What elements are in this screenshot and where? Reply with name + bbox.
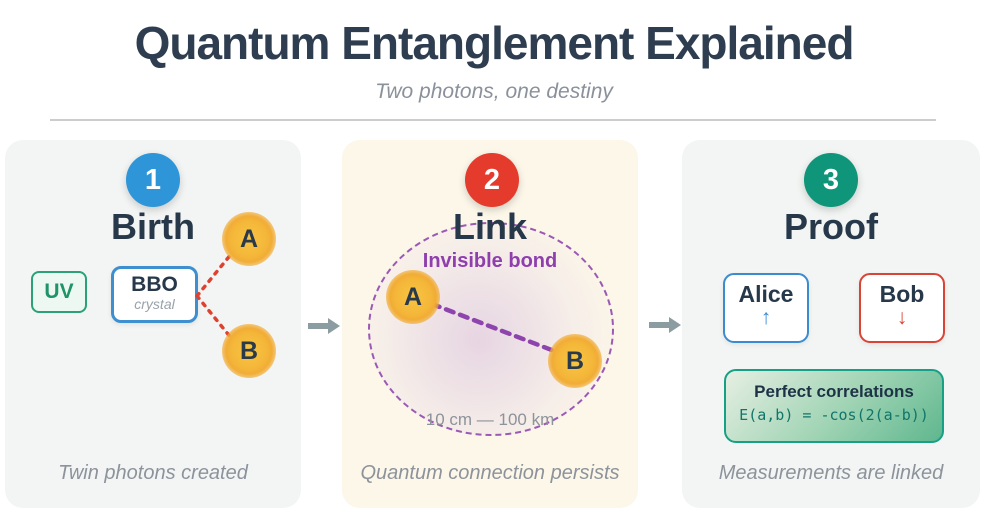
step-number-badge: 1 — [126, 153, 180, 207]
bbo-crystal-box: BBO crystal — [111, 266, 198, 323]
alice-spin-up-icon: ↑ — [760, 306, 772, 330]
panel-title-birth: Birth — [111, 206, 195, 247]
panel-caption-proof: Measurements are linked — [718, 462, 944, 484]
panel-birth: 1 Birth UV BBO crystal A B Twin photons … — [5, 140, 301, 508]
invisible-bond-label: Invisible bond — [422, 250, 558, 272]
bob-label: Bob — [879, 281, 925, 307]
photon-b: B — [222, 324, 276, 378]
panel-link: 2 Link Invisible bond A B 10 cm — 100 km… — [342, 140, 638, 508]
header-divider — [50, 119, 936, 121]
photon-b: B — [548, 334, 602, 388]
correlation-formula: E(a,b) = -cos(2(a-b)) — [739, 406, 929, 424]
page-title: Quantum Entanglement Explained — [134, 17, 855, 69]
photon-a: A — [222, 212, 276, 266]
step-number-badge: 3 — [804, 153, 858, 207]
photon-path-lines-icon — [195, 251, 234, 341]
bond-line-icon — [429, 301, 565, 357]
page-subtitle: Two photons, one destiny — [375, 80, 613, 103]
flow-arrow-icon — [649, 317, 681, 333]
bob-detector-box: Bob ↓ — [859, 273, 945, 343]
alice-label: Alice — [738, 281, 794, 307]
correlations-title: Perfect correlations — [754, 382, 914, 401]
bbo-label: BBO — [131, 273, 178, 296]
uv-label: UV — [44, 280, 74, 303]
distance-range-label: 10 cm — 100 km — [425, 410, 555, 429]
panel-title-link: Link — [452, 206, 527, 247]
panel-title-proof: Proof — [784, 206, 878, 247]
panel-proof: 3 Proof Alice ↑ Bob ↓ Perfect correlatio… — [682, 140, 980, 508]
panel-caption-link: Quantum connection persists — [360, 462, 620, 484]
uv-pump-box: UV — [31, 271, 87, 313]
flow-arrow-icon — [308, 318, 340, 334]
perfect-correlations-box: Perfect correlations E(a,b) = -cos(2(a-b… — [724, 369, 944, 443]
bbo-sublabel: crystal — [134, 296, 175, 313]
photon-a: A — [386, 270, 440, 324]
bob-spin-down-icon: ↓ — [896, 306, 908, 330]
panel-caption-birth: Twin photons created — [58, 462, 248, 484]
alice-detector-box: Alice ↑ — [723, 273, 809, 343]
step-number-badge: 2 — [465, 153, 519, 207]
